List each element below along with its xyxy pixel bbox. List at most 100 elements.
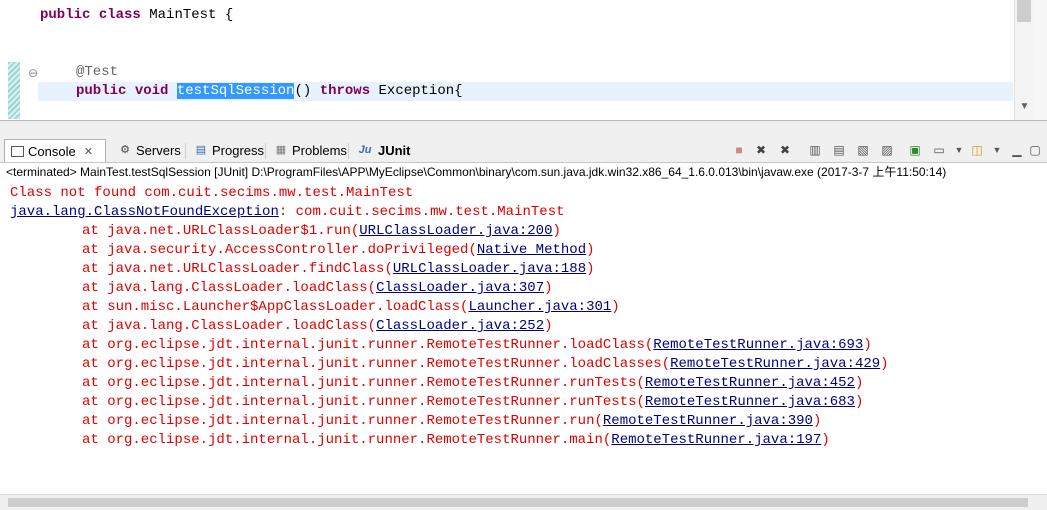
stack-frame-text: ) [854, 375, 864, 391]
scrollbar-thumb[interactable] [1017, 0, 1031, 22]
stack-frame-text: at java.lang.ClassLoader.loadClass( [82, 280, 377, 296]
clear-console-icon[interactable]: ▧ [857, 143, 869, 157]
source-link[interactable]: Launcher.java:301 [468, 299, 612, 315]
code-line-annotation[interactable]: @Test [76, 64, 118, 80]
stack-trace-line: at org.eclipse.jdt.internal.junit.runner… [82, 393, 863, 412]
editor-vertical-scrollbar[interactable]: ▼ [1014, 0, 1034, 120]
stack-frame-text: at org.eclipse.jdt.internal.junit.runner… [82, 432, 612, 448]
stack-frame-text: at org.eclipse.jdt.internal.junit.runner… [82, 337, 654, 353]
servers-icon: ⚙ [120, 144, 130, 156]
progress-icon: ▤ [195, 144, 207, 156]
console-output[interactable]: Class not found com.cuit.secims.mw.test.… [0, 182, 1047, 494]
stack-frame-text: ) [821, 432, 830, 448]
source-link[interactable]: RemoteTestRunner.java:197 [611, 432, 822, 448]
tab-problems[interactable]: ▦ Problems [268, 139, 347, 161]
tab-servers[interactable]: ⚙ Servers [112, 139, 181, 161]
exception-message: : com.cuit.secims.mw.test.MainTest [278, 204, 565, 220]
new-console-icon[interactable]: ◫ [971, 143, 983, 157]
stack-frame-text: ) [880, 356, 889, 372]
source-link[interactable]: RemoteTestRunner.java:693 [653, 337, 864, 353]
source-link[interactable]: RemoteTestRunner.java:390 [602, 413, 813, 429]
stack-trace-line: at java.lang.ClassLoader.loadClass(Class… [82, 317, 553, 336]
source-link[interactable]: RemoteTestRunner.java:429 [670, 356, 881, 372]
stack-frame-text: ) [863, 337, 872, 353]
source-link[interactable]: ClassLoader.java:252 [376, 318, 545, 334]
maximize-icon[interactable]: ▢ [1029, 143, 1041, 157]
stack-frame-text: ) [611, 299, 620, 315]
console-horizontal-scrollbar[interactable] [0, 494, 1047, 510]
annotation-text: @Test [76, 64, 119, 80]
keyword: void [134, 83, 169, 99]
stack-trace-line: at org.eclipse.jdt.internal.junit.runner… [82, 431, 830, 450]
tab-progress[interactable]: ▤ Progress [188, 139, 264, 161]
source-link[interactable]: RemoteTestRunner.java:452 [644, 375, 855, 391]
selected-method-name[interactable]: testSqlSession [176, 83, 295, 99]
stack-frame-text: at org.eclipse.jdt.internal.junit.runner… [82, 375, 645, 391]
tab-junit[interactable]: Ju JUnit [350, 139, 411, 161]
console-icon [11, 145, 24, 157]
stack-trace-line: at java.net.URLClassLoader$1.run(URLClas… [82, 222, 561, 241]
keyword: throws [319, 83, 371, 99]
tab-separator [185, 143, 186, 159]
console-status-line: <terminated> MainTest.testSqlSession [JU… [0, 163, 1047, 182]
tab-label: Problems [292, 142, 347, 158]
minimize-icon[interactable]: ▁ [1012, 143, 1022, 157]
stack-frame-text: at sun.misc.Launcher$AppClassLoader.load… [82, 299, 469, 315]
keyword: public [76, 83, 127, 99]
stack-frame-text: ) [854, 394, 864, 410]
tab-console[interactable]: Console ✕ [4, 139, 106, 162]
stack-frame-text: at java.security.AccessController.doPriv… [82, 242, 477, 258]
stack-trace-line: at sun.misc.Launcher$AppClassLoader.load… [82, 298, 620, 317]
remove-launch-icon[interactable]: ✖ [755, 143, 767, 157]
console-view-tabbar: Console ✕ ⚙ Servers ▤ Progress ▦ Problem… [0, 138, 1047, 163]
close-icon[interactable]: ✕ [83, 145, 93, 158]
tab-label: JUnit [378, 142, 411, 158]
stack-trace-line: at java.lang.ClassLoader.loadClass(Class… [82, 279, 553, 298]
stack-frame-text: ) [552, 223, 561, 239]
stack-trace-line: at org.eclipse.jdt.internal.junit.runner… [82, 374, 863, 393]
scroll-lock-icon[interactable]: ▥ [809, 143, 821, 157]
source-link[interactable]: ClassLoader.java:307 [376, 280, 545, 296]
remove-all-icon[interactable]: ✖ [779, 143, 791, 157]
tab-separator [348, 143, 349, 159]
scroll-down-icon[interactable]: ▼ [1019, 101, 1030, 112]
source-link[interactable]: URLClassLoader.java:188 [392, 261, 587, 277]
word-wrap-icon[interactable]: ▤ [833, 143, 845, 157]
stack-frame-text: at org.eclipse.jdt.internal.junit.runner… [82, 413, 603, 429]
terminate-icon[interactable]: ■ [735, 143, 743, 157]
scrollbar-thumb[interactable] [8, 498, 1028, 507]
exception-link[interactable]: java.lang.ClassNotFoundException [10, 204, 279, 220]
dropdown-chevron-icon[interactable]: ▼ [992, 145, 1002, 155]
stack-frame-text: at java.lang.ClassLoader.loadClass( [82, 318, 377, 334]
problems-icon: ▦ [275, 144, 287, 156]
source-link[interactable]: RemoteTestRunner.java:683 [644, 394, 855, 410]
stack-trace-line: at org.eclipse.jdt.internal.junit.runner… [82, 336, 872, 355]
display-selected-console-icon[interactable]: ▭ [933, 143, 945, 157]
code-text: Exception{ [370, 83, 463, 99]
source-link[interactable]: Native Method [476, 242, 587, 258]
tab-label: Console [28, 143, 76, 159]
exception-line: java.lang.ClassNotFoundException: com.cu… [10, 203, 565, 222]
change-ruler-mark [8, 62, 20, 119]
keyword: public [40, 7, 91, 23]
stack-frame-text: ) [586, 261, 595, 277]
overview-ruler [1034, 0, 1047, 120]
stack-trace-line: at java.net.URLClassLoader.findClass(URL… [82, 260, 595, 279]
stack-frame-text: at java.net.URLClassLoader.findClass( [82, 261, 393, 277]
pin-console-icon[interactable]: ▨ [881, 143, 893, 157]
code-text: MainTest { [140, 7, 234, 23]
stack-trace-line: at org.eclipse.jdt.internal.junit.runner… [82, 355, 889, 374]
dropdown-chevron-icon[interactable]: ▼ [954, 145, 964, 155]
code-line-class-decl[interactable]: public class MainTest { [40, 7, 233, 23]
code-text: () [294, 83, 320, 99]
source-link[interactable]: URLClassLoader.java:200 [359, 223, 553, 239]
stack-frame-text: at org.eclipse.jdt.internal.junit.runner… [82, 394, 645, 410]
stack-frame-text: ) [586, 242, 595, 258]
junit-icon: Ju [358, 144, 372, 156]
display-console-icon[interactable]: ▣ [909, 143, 921, 157]
stack-frame-text: ) [544, 318, 553, 334]
fold-collapse-icon[interactable]: ⊖ [28, 66, 39, 80]
code-editor[interactable]: public class MainTest { ⊖ @Test public v… [0, 0, 1047, 121]
code-line-method-decl[interactable]: public void testSqlSession() throws Exce… [76, 83, 463, 99]
tab-label: Progress [212, 142, 265, 158]
